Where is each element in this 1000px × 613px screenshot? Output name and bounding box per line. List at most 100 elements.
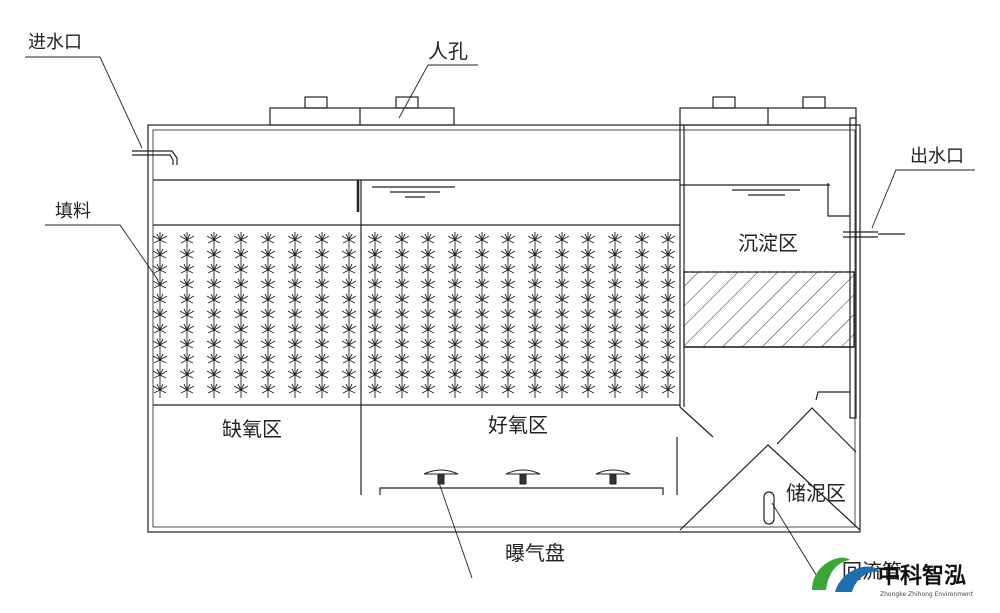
- media-tuft: [367, 308, 383, 319]
- media-tuft: [394, 248, 410, 259]
- media-tuft: [554, 383, 570, 394]
- media-tuft: [660, 263, 676, 274]
- media-tuft: [260, 263, 276, 274]
- media-tuft: [341, 323, 357, 334]
- tank-structure: [132, 96, 905, 533]
- media-tuft: [314, 368, 330, 379]
- media-tuft: [179, 308, 195, 319]
- media-tuft: [394, 368, 410, 379]
- media-tuft: [420, 248, 436, 259]
- return-pipe: [763, 491, 775, 525]
- media-tuft: [394, 323, 410, 334]
- media-tuft: [152, 308, 168, 319]
- media-tuft: [527, 368, 543, 379]
- media-tuft: [287, 278, 303, 289]
- media-tuft: [233, 293, 249, 304]
- media-tuft: [660, 353, 676, 364]
- media-tuft: [634, 278, 650, 289]
- media-tuft: [447, 383, 463, 394]
- media-tuft: [341, 248, 357, 259]
- media-tuft: [260, 353, 276, 364]
- media-tuft: [447, 323, 463, 334]
- media-tuft: [233, 338, 249, 349]
- media-tuft: [420, 233, 436, 244]
- media-tuft: [206, 383, 222, 394]
- aeration-header: [379, 487, 664, 495]
- media-tuft: [420, 338, 436, 349]
- media-tuft: [474, 338, 490, 349]
- media-tuft: [367, 248, 383, 259]
- media-tuft: [500, 368, 516, 379]
- media-tuft: [474, 308, 490, 319]
- media-tuft: [634, 353, 650, 364]
- media-tuft: [394, 293, 410, 304]
- media-tuft: [287, 233, 303, 244]
- media-tuft: [634, 308, 650, 319]
- inlet-pipe: [132, 150, 178, 165]
- logo-brand-en: Zhongke Zhihong Environment: [880, 591, 974, 598]
- media-tuft: [527, 323, 543, 334]
- media-tuft: [152, 293, 168, 304]
- manhole-cap-2: [395, 96, 419, 109]
- media-tuft: [580, 383, 596, 394]
- media-tuft: [580, 308, 596, 319]
- media-tuft: [447, 248, 463, 259]
- media-tuft: [447, 278, 463, 289]
- outlet-riser: [849, 117, 857, 419]
- media-tuft: [367, 383, 383, 394]
- media-tuft: [367, 368, 383, 379]
- media-tuft: [580, 293, 596, 304]
- media-tuft: [287, 383, 303, 394]
- media-tuft: [420, 308, 436, 319]
- media-tuft: [527, 293, 543, 304]
- media-tuft: [179, 353, 195, 364]
- media-tuft: [420, 353, 436, 364]
- media-tuft: [554, 263, 570, 274]
- media-tuft: [447, 293, 463, 304]
- media-tuft: [500, 383, 516, 394]
- media-tuft: [233, 368, 249, 379]
- media-tuft: [287, 323, 303, 334]
- diffuser: [423, 469, 459, 485]
- media-tuft: [152, 323, 168, 334]
- media-tuft: [206, 368, 222, 379]
- media-tuft: [474, 248, 490, 259]
- media-tuft: [554, 338, 570, 349]
- label-manhole: 人孔: [428, 39, 468, 63]
- media-tuft: [447, 263, 463, 274]
- media-tuft: [607, 293, 623, 304]
- media-tuft: [233, 323, 249, 334]
- media-tuft: [607, 323, 623, 334]
- media-tuft: [500, 338, 516, 349]
- media-tuft: [447, 368, 463, 379]
- media-tuft: [206, 323, 222, 334]
- hopper-top: [776, 407, 849, 445]
- media-tuft: [500, 353, 516, 364]
- media-tuft: [152, 338, 168, 349]
- media-tuft: [314, 248, 330, 259]
- media-tuft: [607, 338, 623, 349]
- label-media: 填料: [55, 201, 91, 222]
- media-tuft: [179, 293, 195, 304]
- media-tuft: [607, 368, 623, 379]
- media-tuft: [580, 233, 596, 244]
- media-tuft: [447, 353, 463, 364]
- tank-outer-wall: [147, 124, 861, 533]
- media-tuft: [474, 323, 490, 334]
- media-tuft: [341, 383, 357, 394]
- media-tuft: [527, 233, 543, 244]
- media-tuft: [179, 278, 195, 289]
- manhole-cap-4: [802, 96, 826, 109]
- media-tuft: [634, 263, 650, 274]
- media-tuft: [287, 248, 303, 259]
- media-tuft: [152, 368, 168, 379]
- media-tuft: [660, 323, 676, 334]
- media-tuft: [527, 383, 543, 394]
- media-tuft: [500, 278, 516, 289]
- media-tuft: [233, 263, 249, 274]
- media-tuft: [420, 293, 436, 304]
- media-tuft: [634, 383, 650, 394]
- media-tuft: [607, 248, 623, 259]
- media-tuft: [260, 308, 276, 319]
- media-tuft: [554, 353, 570, 364]
